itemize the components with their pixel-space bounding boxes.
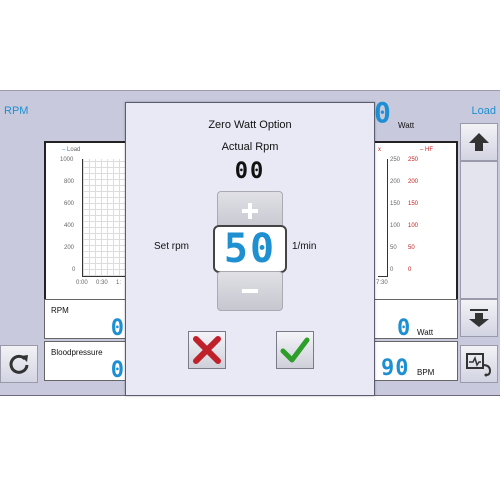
y-tick: 0 xyxy=(408,267,412,273)
y-tick: 0 xyxy=(390,267,394,273)
rpm-corner-label: RPM xyxy=(4,105,29,117)
hr-legend-label: HF xyxy=(425,147,434,153)
decrease-rpm-button[interactable] xyxy=(217,271,283,311)
bloodpressure-panel-value: 0 xyxy=(110,358,125,383)
heart-monitor-icon xyxy=(466,353,492,377)
check-icon xyxy=(280,337,310,363)
load-legend-marker: – xyxy=(62,147,66,153)
minus-icon xyxy=(242,289,258,293)
actual-rpm-label: Actual Rpm xyxy=(221,141,279,153)
zero-watt-dialog: Zero Watt Option Actual Rpm 00 Set rpm 5… xyxy=(125,102,375,396)
y-tick: 250 xyxy=(390,157,401,163)
y-tick: 400 xyxy=(64,223,75,229)
arrow-down-icon xyxy=(469,309,489,327)
watt-header-value: 0 xyxy=(374,96,392,129)
y-tick: 1000 xyxy=(60,157,74,163)
load-corner-label: Load xyxy=(471,105,496,117)
hr-legend: – HF xyxy=(420,147,434,153)
rpm-panel-value: 0 xyxy=(110,316,125,341)
y-tick: 800 xyxy=(64,179,75,185)
x-tick: 0:30 xyxy=(96,280,108,286)
set-rpm-label: Set rpm xyxy=(154,241,190,252)
chart-plot-left xyxy=(82,159,128,277)
rpm-panel-label: RPM xyxy=(51,306,69,315)
x-tick: 7:30 xyxy=(376,280,388,286)
y-tick: 200 xyxy=(64,245,75,251)
chart-plot-right xyxy=(378,159,388,277)
dialog-title: Zero Watt Option xyxy=(208,119,292,131)
y-tick: 150 xyxy=(408,201,419,207)
y-tick: 50 xyxy=(390,245,397,251)
red-marker: x xyxy=(378,147,381,153)
y-tick: 0 xyxy=(72,267,76,273)
actual-rpm-value: 00 xyxy=(234,159,266,184)
set-rpm-value[interactable]: 50 xyxy=(213,225,287,273)
y-tick: 50 xyxy=(408,245,415,251)
bloodpressure-panel-label: Bloodpressure xyxy=(51,348,103,357)
bpm-panel: 90 BPM xyxy=(372,341,458,381)
watt-panel-unit: Watt xyxy=(417,328,434,337)
y-tick: 100 xyxy=(390,223,401,229)
bpm-panel-unit: BPM xyxy=(417,368,435,377)
refresh-icon xyxy=(9,354,29,374)
rpm-panel: RPM 0 xyxy=(44,299,130,341)
arrow-up-icon xyxy=(469,133,489,151)
x-tick: 1: xyxy=(116,280,122,286)
y-tick: 600 xyxy=(64,201,75,207)
confirm-button[interactable] xyxy=(276,331,314,369)
load-legend-label: Load xyxy=(67,147,81,153)
x-tick: 0:00 xyxy=(76,280,88,286)
watt-header-unit: Watt xyxy=(398,121,415,130)
scroll-track[interactable] xyxy=(460,161,498,299)
scroll-down-button[interactable] xyxy=(460,299,498,337)
refresh-button[interactable] xyxy=(0,345,38,383)
y-tick: 150 xyxy=(390,201,401,207)
heart-monitor-button[interactable] xyxy=(460,345,498,383)
watt-panel: 0 Watt xyxy=(372,299,458,341)
bpm-panel-value: 90 xyxy=(381,356,410,381)
y-tick: 250 xyxy=(408,157,419,163)
increase-rpm-button[interactable] xyxy=(217,191,283,231)
bloodpressure-panel: Bloodpressure 0 xyxy=(44,341,130,383)
y-tick: 200 xyxy=(408,179,419,185)
load-legend: – Load xyxy=(62,147,80,153)
set-rpm-unit: 1/min xyxy=(292,241,317,252)
cancel-button[interactable] xyxy=(188,331,226,369)
scroll-up-button[interactable] xyxy=(460,123,498,161)
watt-panel-value: 0 xyxy=(397,316,412,341)
y-tick: 200 xyxy=(390,179,401,185)
cancel-icon xyxy=(193,336,221,364)
plus-icon xyxy=(242,203,258,219)
y-tick: 100 xyxy=(408,223,419,229)
